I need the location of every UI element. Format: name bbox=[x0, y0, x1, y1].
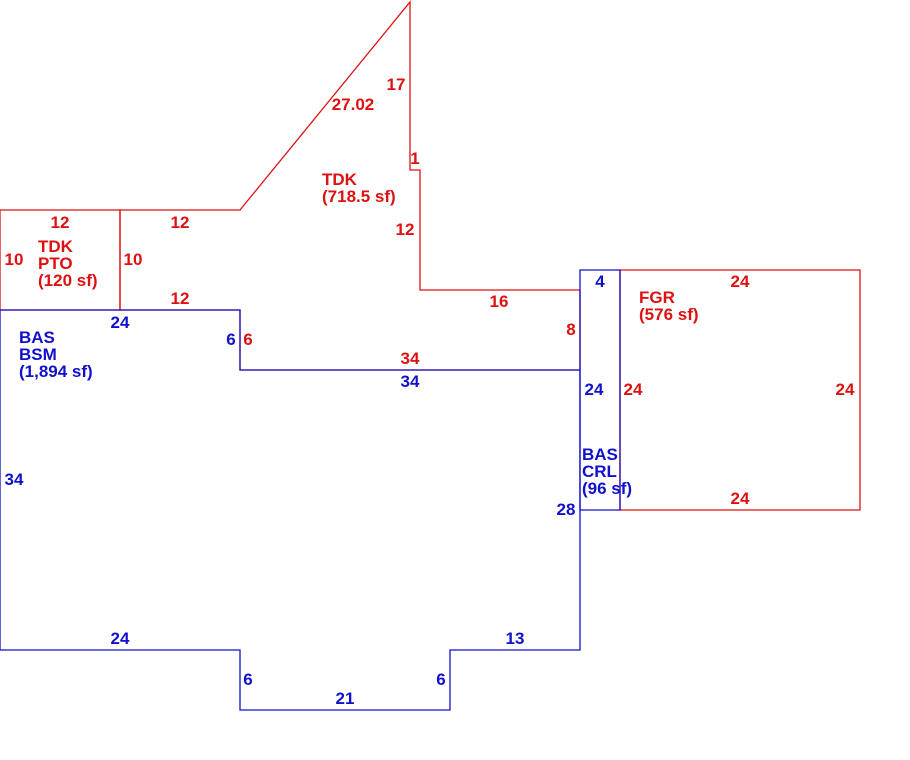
dim-bsm-bottom-left: 24 bbox=[111, 629, 130, 648]
dim-pto-left: 10 bbox=[5, 250, 24, 269]
area-label-bas-crl: BAS CRL (96 sf) bbox=[582, 445, 632, 498]
dim-bsm-bay-left: 6 bbox=[243, 670, 252, 689]
dim-bsm-bay-bottom: 21 bbox=[336, 689, 355, 708]
dim-crl-top: 4 bbox=[595, 272, 605, 291]
dim-bsm-left-side: 34 bbox=[5, 470, 24, 489]
dim-crl-side: 24 bbox=[585, 380, 604, 399]
dim-tdk-left-side: 10 bbox=[124, 250, 143, 269]
dim-tdk-top-left: 12 bbox=[171, 213, 190, 232]
area-label-fgr: FGR (576 sf) bbox=[639, 288, 699, 324]
dim-bsm-bottom-right: 13 bbox=[506, 629, 525, 648]
dim-fgr-top: 24 bbox=[731, 272, 750, 291]
bas-crl-outline bbox=[579, 269, 621, 511]
dim-bsm-right-side: 28 bbox=[557, 500, 576, 519]
area-label-tdk-main: TDK (718.5 sf) bbox=[322, 170, 396, 206]
dim-bsm-inner-top: 34 bbox=[401, 372, 420, 391]
dim-bsm-notch: 6 bbox=[226, 330, 235, 349]
dim-bsm-top: 24 bbox=[111, 313, 130, 332]
dim-tdk-bottom-long: 34 bbox=[401, 349, 420, 368]
dim-pto-top: 12 bbox=[51, 213, 70, 232]
dim-tdk-inner-vertical: 12 bbox=[396, 220, 415, 239]
dim-tdk-right-vertical: 17 bbox=[387, 75, 406, 94]
area-label-bas-bsm: BAS BSM (1,894 sf) bbox=[19, 328, 93, 381]
dim-fgr-bottom: 24 bbox=[731, 489, 750, 508]
dim-tdk-right-drop: 8 bbox=[566, 320, 575, 339]
dim-tdk-left-drop: 6 bbox=[243, 330, 252, 349]
dim-fgr-right: 24 bbox=[836, 380, 855, 399]
dim-fgr-left: 24 bbox=[624, 380, 643, 399]
dim-tdk-bottom-left: 12 bbox=[171, 289, 190, 308]
dim-tdk-diagonal: 27.02 bbox=[332, 95, 375, 114]
dim-bsm-bay-right: 6 bbox=[436, 670, 445, 689]
area-label-tdk-pto: TDK PTO (120 sf) bbox=[38, 237, 98, 290]
dim-tdk-step: 1 bbox=[410, 149, 419, 168]
dim-tdk-bottom-right: 16 bbox=[490, 292, 509, 311]
bas-bsm-outline bbox=[0, 309, 581, 711]
